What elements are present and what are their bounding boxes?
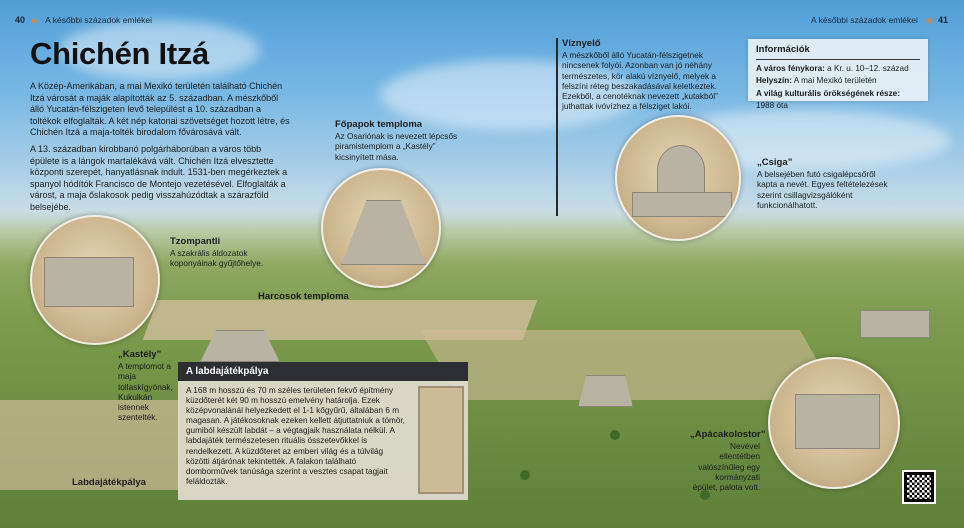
intro-paragraph: A 13. században kirobbanó polgárháborúba… [30, 143, 288, 212]
cloud [60, 20, 260, 80]
label-text: A mészkőből álló Yucatán-félszigetnek ni… [562, 50, 718, 112]
harcosok-label: Harcosok temploma [258, 291, 349, 303]
section-title: A későbbi századok emlékei [811, 15, 918, 25]
header-left: 40 ▶ A későbbi századok emlékei [15, 15, 152, 25]
ballcourt-box: A labdajátékpálya A 168 m hosszú és 70 m… [178, 362, 468, 500]
divider [556, 38, 558, 216]
info-box: Információk A város fénykora: a Kr. u. 1… [748, 39, 928, 110]
apaca-label: „Apácakolostor”Nevével ellentétben valós… [690, 429, 766, 493]
palm [520, 470, 530, 480]
label-title: „Apácakolostor” [690, 429, 766, 440]
tzompantli-inset [30, 215, 160, 345]
label-title: Tzompantli [170, 236, 221, 247]
building [860, 310, 930, 338]
ballcourt-text: A 168 m hosszú és 70 m széles területen … [186, 386, 405, 486]
info-row: Helyszín: A mai Mexikó területén [756, 75, 920, 88]
info-value: A mai Mexikó területén [793, 76, 877, 85]
triangle-arrow-icon: ◀ [924, 15, 931, 25]
info-key: A világ kulturális örökségének része: [756, 88, 900, 98]
csiga-inset [615, 115, 741, 241]
label-title: „Csiga” [757, 157, 793, 168]
ballcourt-title: A labdajátékpálya [178, 362, 468, 381]
cloud [380, 60, 640, 130]
info-title: Információk [756, 44, 920, 60]
csiga-label: „Csiga”A belsejében futó csigalépcsőről … [757, 157, 897, 210]
palm [700, 490, 710, 500]
label-text: Az Osariónak is nevezett lépcsős piramis… [335, 131, 458, 162]
label-title: Harcosok temploma [258, 291, 349, 302]
kastely-building [200, 330, 280, 362]
label-text: A belsejében futó csigalépcsőről kapta a… [757, 169, 888, 210]
fopapok-inset [321, 168, 441, 288]
page-number: 41 [937, 15, 948, 25]
kastely-label: „Kastély”A templomot a maja tollaskígyón… [118, 349, 180, 423]
labdajatekpalya-label: Labdajátékpálya [72, 477, 146, 489]
triangle-arrow-icon: ▶ [32, 15, 39, 25]
page-number: 40 [15, 15, 26, 25]
info-key: Helyszín: [756, 76, 792, 85]
label-text: A szakrális áldozatok koponyáinak gyűjtő… [170, 248, 264, 269]
label-title: „Kastély” [118, 349, 162, 360]
info-row: A város fénykora: a Kr. u. 10–12. század [756, 63, 920, 76]
intro-paragraph: A Közép-Amerikában, a mai Mexikó terület… [30, 81, 290, 138]
label-text: Nevével ellentétben valószínűleg egy kor… [692, 441, 760, 493]
info-value: 1988 óta [756, 101, 788, 110]
viznyelo-label: Víznyelő A mészkőből álló Yucatán-félszi… [562, 38, 732, 112]
label-title: Víznyelő [562, 38, 601, 49]
label-title: Labdajátékpálya [72, 477, 146, 488]
section-title: A későbbi századok emlékei [45, 15, 152, 25]
info-key: A város fénykora: [756, 63, 825, 73]
qr-code-icon[interactable] [902, 470, 936, 504]
header-right: A későbbi századok emlékei ◀ 41 [811, 15, 948, 25]
info-row: A világ kulturális örökségének része: 19… [756, 88, 920, 113]
apaca-inset [768, 357, 900, 489]
plaza [0, 400, 180, 490]
pyramid-building [578, 375, 633, 407]
label-text: A templomot a maja tollaskígyónak, Kukul… [118, 361, 173, 423]
info-value: a Kr. u. 10–12. század [827, 63, 909, 73]
page-title: Chichén Itzá [30, 36, 209, 71]
palm [610, 430, 620, 440]
intro-text: A Közép-Amerikában, a mai Mexikó terület… [30, 81, 292, 219]
label-title: Főpapok temploma [335, 119, 423, 130]
ballcourt-illustration [418, 386, 464, 494]
